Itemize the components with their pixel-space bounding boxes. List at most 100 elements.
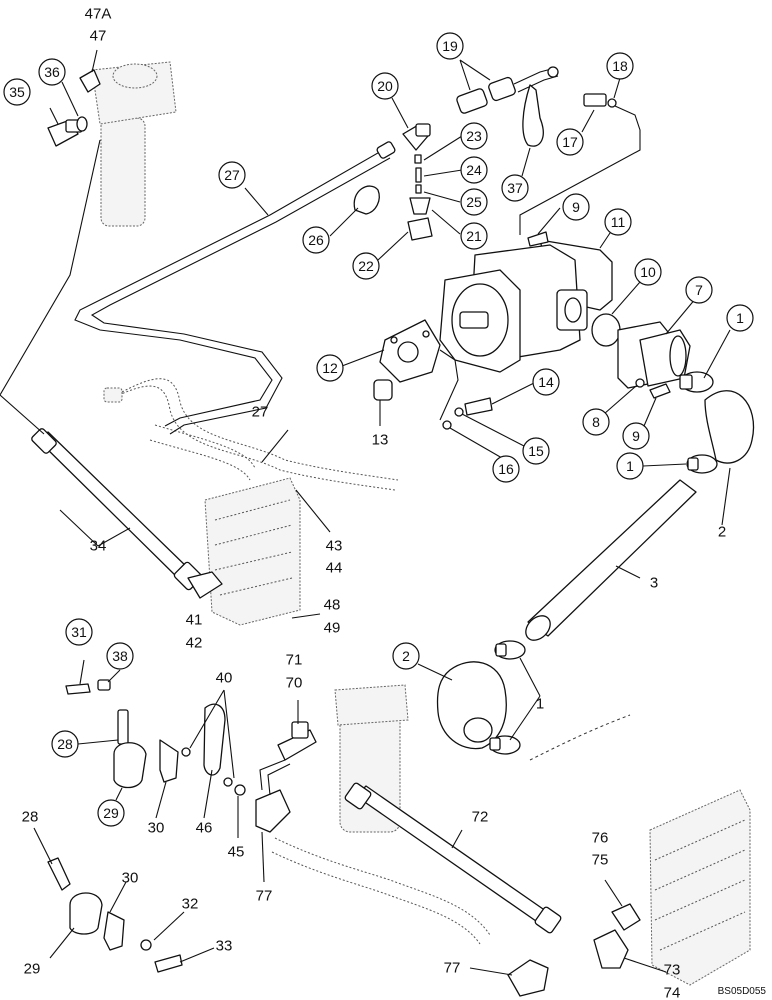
callout-22: 22 (352, 252, 380, 280)
bushing-29-lower (69, 892, 103, 935)
elbow-fitting-77 (255, 789, 291, 833)
callout-70: 70 (286, 675, 303, 692)
callout-36: 36 (38, 58, 66, 86)
callout-41: 41 (186, 612, 203, 629)
callout-45: 45 (228, 844, 245, 861)
svg-text:35: 35 (9, 84, 25, 100)
ghost-filter-top (91, 61, 177, 227)
return-line (519, 105, 641, 235)
callout-18: 18 (606, 52, 634, 80)
elbow-fitting-77-bottom (507, 959, 549, 997)
svg-text:22: 22 (358, 258, 374, 274)
callout-30: 30 (148, 820, 165, 837)
callout-25: 25 (460, 188, 488, 216)
callout-27-top: 27 (218, 161, 246, 189)
svg-text:9: 9 (632, 428, 640, 444)
hose-end-2 (463, 717, 493, 743)
callout-40: 40 (216, 670, 233, 687)
callout-34: 34 (90, 538, 107, 555)
svg-text:1: 1 (626, 458, 634, 474)
o-ring-10 (591, 313, 621, 347)
svg-text:2: 2 (402, 648, 410, 664)
plate-28 (117, 709, 129, 745)
drawing-code: BS05D055 (718, 986, 767, 997)
svg-text:14: 14 (538, 374, 554, 390)
svg-text:17: 17 (562, 134, 578, 150)
clamp-46 (203, 703, 226, 776)
callout-19: 19 (436, 32, 464, 60)
tube-19 (456, 66, 559, 114)
callout-27: 27 (252, 404, 269, 421)
callout-74: 74 (664, 985, 681, 1000)
svg-text:18: 18 (612, 58, 628, 74)
ghost-hoses-mid (103, 378, 399, 491)
callout-49: 49 (324, 620, 341, 637)
hydraulic-pump-11 (439, 239, 613, 373)
callout-9-top: 9 (562, 193, 590, 221)
fitting-47 (79, 69, 101, 93)
washer-16 (442, 420, 452, 430)
callout-8: 8 (582, 408, 610, 436)
tee-fitting-20 (402, 123, 431, 151)
svg-text:20: 20 (377, 78, 393, 94)
leader-lines (33, 49, 731, 976)
callout-42: 42 (186, 635, 203, 652)
callout-46: 46 (196, 820, 213, 837)
svg-text:28: 28 (57, 736, 73, 752)
callout-21: 21 (460, 222, 488, 250)
callout-28: 28 (51, 730, 79, 758)
bushing-29 (113, 742, 147, 789)
callout-37: 37 (501, 174, 529, 202)
ghost-dashed-line (529, 714, 631, 761)
callout-12: 12 (316, 354, 344, 382)
svg-text:23: 23 (466, 128, 482, 144)
valve-parts-23-25 (414, 154, 422, 194)
washer-32 (140, 939, 152, 951)
washer-40b (223, 777, 233, 787)
plain-callouts: 47A 47 27 13 2 3 1 34 43 44 41 42 48 49 … (22, 6, 727, 1000)
callout-20: 20 (371, 72, 399, 100)
hose-clamp-1-top (679, 371, 714, 393)
hose-27 (74, 141, 396, 435)
callout-1-mid: 1 (616, 452, 644, 480)
callout-17: 17 (556, 128, 584, 156)
svg-text:1: 1 (736, 310, 744, 326)
short-tube (259, 759, 291, 796)
o-ring-18 (607, 98, 617, 108)
svg-text:16: 16 (498, 461, 514, 477)
bracket-30-lower (103, 911, 125, 951)
callout-16: 16 (492, 455, 520, 483)
elbow-hose-2-top (704, 390, 755, 464)
callout-3: 3 (650, 575, 658, 592)
callout-76: 76 (592, 830, 609, 847)
callout-75: 75 (592, 852, 609, 869)
nut-22 (407, 217, 433, 241)
bolt-31 (65, 683, 91, 695)
svg-text:31: 31 (71, 624, 87, 640)
callout-32: 32 (182, 896, 199, 913)
washer-40a (181, 747, 191, 757)
callout-44: 44 (326, 560, 343, 577)
callout-38: 38 (106, 642, 134, 670)
tee-fitting-70 (277, 721, 317, 761)
bracket-30 (159, 739, 179, 783)
callout-30-lower: 30 (122, 870, 139, 887)
svg-text:10: 10 (640, 264, 656, 280)
elbow-73 (593, 929, 629, 969)
bolt-9-top (527, 231, 549, 247)
callout-47a: 47A (85, 6, 112, 23)
callout-1-top: 1 (726, 304, 754, 332)
callout-28-lower: 28 (22, 809, 39, 826)
hose-34 (0, 139, 223, 599)
tube-3 (525, 479, 697, 641)
svg-text:8: 8 (592, 414, 600, 430)
callout-47: 47 (90, 28, 107, 45)
plug-13 (373, 379, 393, 401)
callout-7: 7 (685, 276, 713, 304)
clamp-37 (522, 84, 544, 147)
svg-text:24: 24 (466, 162, 482, 178)
callout-71: 71 (286, 652, 303, 669)
callout-48: 48 (324, 597, 341, 614)
svg-text:11: 11 (611, 214, 626, 230)
